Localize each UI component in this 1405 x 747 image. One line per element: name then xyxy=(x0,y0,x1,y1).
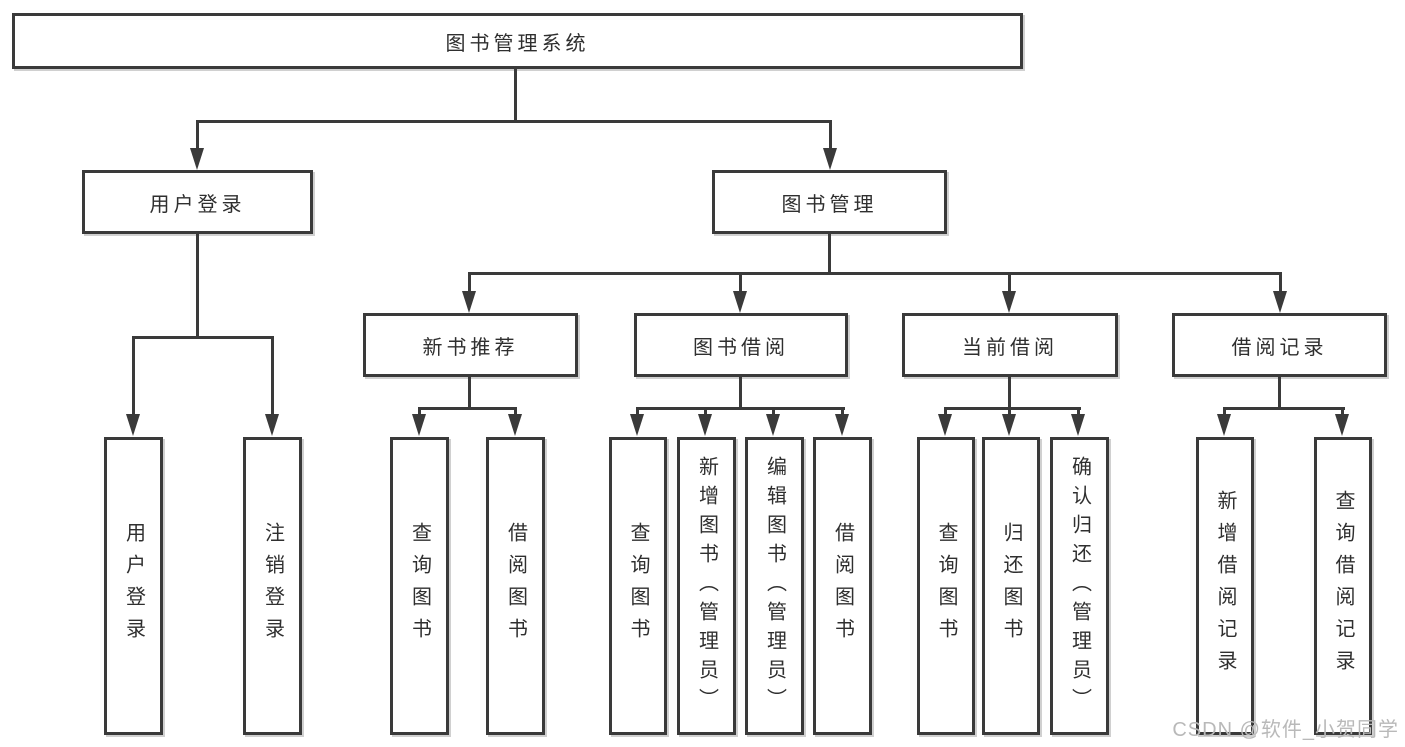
arrowhead-returnbook xyxy=(1002,414,1016,436)
node-label: 当前借阅 xyxy=(962,336,1058,359)
edge-drop-confirmreturn xyxy=(1077,407,1080,415)
leaf-logout: 注销登录 xyxy=(243,437,302,735)
edge-currentborrow-bar xyxy=(944,407,1081,410)
arrowhead-leaf-user-login xyxy=(126,414,140,436)
edge-newbook-bar xyxy=(418,407,517,410)
edge-drop-borrow2 xyxy=(841,407,844,415)
node-library-system: 图书管理系统 xyxy=(12,13,1023,69)
arrowhead-query2 xyxy=(630,414,644,436)
edge-records-stem xyxy=(1278,377,1281,407)
edge-newbook-stem xyxy=(468,377,471,407)
edge-bookmgmt-stem xyxy=(828,234,831,272)
edge-drop-query2 xyxy=(636,407,639,415)
edge-drop-editbook xyxy=(772,407,775,415)
leaf-query-books-1: 查询图书 xyxy=(390,437,449,735)
edge-drop-queryrecord xyxy=(1341,407,1344,415)
node-label: 查询图书 xyxy=(935,522,957,650)
edge-root-bar xyxy=(196,120,832,123)
edge-root-stem xyxy=(514,69,517,120)
node-label: 图书管理系统 xyxy=(445,32,590,55)
node-label: 图书管理 xyxy=(781,193,878,216)
edge-drop-addrecord xyxy=(1223,407,1226,415)
edge-drop-leaf-user-login xyxy=(132,336,135,416)
arrowhead-confirmreturn xyxy=(1071,414,1085,436)
node-borrow-records: 借阅记录 xyxy=(1172,313,1387,377)
arrowhead-leaf-logout xyxy=(265,414,279,436)
arrowhead-borrow1 xyxy=(508,414,522,436)
edge-drop-new-book xyxy=(468,272,471,293)
leaf-confirm-return-admin: 确认归还（管理员） xyxy=(1050,437,1109,735)
arrowhead-addrecord xyxy=(1217,414,1231,436)
edge-userlogin-bar xyxy=(132,336,274,339)
edge-bookborrow-stem xyxy=(739,377,742,407)
leaf-edit-book-admin: 编辑图书（管理员） xyxy=(745,437,804,735)
edge-drop-addbook xyxy=(704,407,707,415)
node-label: 图书借阅 xyxy=(693,336,789,359)
arrowhead-query1 xyxy=(412,414,426,436)
edge-bookborrow-bar xyxy=(636,407,845,410)
edge-drop-query3 xyxy=(944,407,947,415)
arrowhead-book-management xyxy=(823,148,837,170)
edge-drop-current-borrow xyxy=(1008,272,1011,293)
arrowhead-current-borrow xyxy=(1002,291,1016,313)
edge-currentborrow-stem xyxy=(1008,377,1011,407)
node-label: 新书推荐 xyxy=(422,336,519,359)
arrowhead-user-login xyxy=(190,148,204,170)
node-book-management: 图书管理 xyxy=(712,170,947,234)
node-label: 新增借阅记录 xyxy=(1214,490,1236,682)
node-label: 查询借阅记录 xyxy=(1332,490,1354,682)
node-label: 借阅记录 xyxy=(1231,336,1328,359)
node-current-borrow: 当前借阅 xyxy=(902,313,1118,377)
node-label: 新增图书（管理员） xyxy=(695,455,718,717)
node-user-login: 用户登录 xyxy=(82,170,313,234)
arrowhead-query3 xyxy=(938,414,952,436)
node-label: 确认归还（管理员） xyxy=(1068,455,1091,717)
arrowhead-borrow-records xyxy=(1273,291,1287,313)
watermark: CSDN @软件_小贺同学 xyxy=(1172,719,1399,741)
leaf-borrow-books-2: 借阅图书 xyxy=(813,437,872,735)
leaf-query-books-3: 查询图书 xyxy=(917,437,975,735)
node-label: 查询图书 xyxy=(627,522,649,650)
arrowhead-addbook xyxy=(698,414,712,436)
leaf-add-book-admin: 新增图书（管理员） xyxy=(677,437,736,735)
node-label: 借阅图书 xyxy=(504,522,527,650)
edge-bookmgmt-bar xyxy=(468,272,1282,275)
arrowhead-book-borrow xyxy=(733,291,747,313)
node-label: 查询图书 xyxy=(408,522,431,650)
edge-drop-leaf-logout xyxy=(271,336,274,416)
node-label: 借阅图书 xyxy=(831,522,854,650)
leaf-add-borrow-record: 新增借阅记录 xyxy=(1196,437,1254,735)
arrowhead-new-book xyxy=(462,291,476,313)
node-label: 用户登录 xyxy=(122,522,145,650)
edge-drop-borrow1 xyxy=(514,407,517,415)
edge-drop-user-login xyxy=(196,120,199,150)
edge-drop-borrow-records xyxy=(1279,272,1282,293)
edge-records-bar xyxy=(1223,407,1345,410)
leaf-borrow-books-1: 借阅图书 xyxy=(486,437,545,735)
arrowhead-borrow2 xyxy=(835,414,849,436)
node-label: 注销登录 xyxy=(261,522,284,650)
node-book-borrow: 图书借阅 xyxy=(634,313,848,377)
edge-userlogin-stem xyxy=(196,234,199,336)
edge-drop-query1 xyxy=(418,407,421,415)
edge-drop-book-management xyxy=(829,120,832,150)
leaf-user-login: 用户登录 xyxy=(104,437,163,735)
node-label: 用户登录 xyxy=(149,193,246,216)
leaf-query-books-2: 查询图书 xyxy=(609,437,667,735)
arrowhead-queryrecord xyxy=(1335,414,1349,436)
edge-drop-book-borrow xyxy=(739,272,742,293)
leaf-return-book: 归还图书 xyxy=(982,437,1040,735)
leaf-query-borrow-record: 查询借阅记录 xyxy=(1314,437,1372,735)
node-new-book-recommend: 新书推荐 xyxy=(363,313,578,377)
edge-drop-returnbook xyxy=(1008,407,1011,415)
node-label: 归还图书 xyxy=(1000,522,1022,650)
arrowhead-editbook xyxy=(766,414,780,436)
node-label: 编辑图书（管理员） xyxy=(763,455,786,717)
